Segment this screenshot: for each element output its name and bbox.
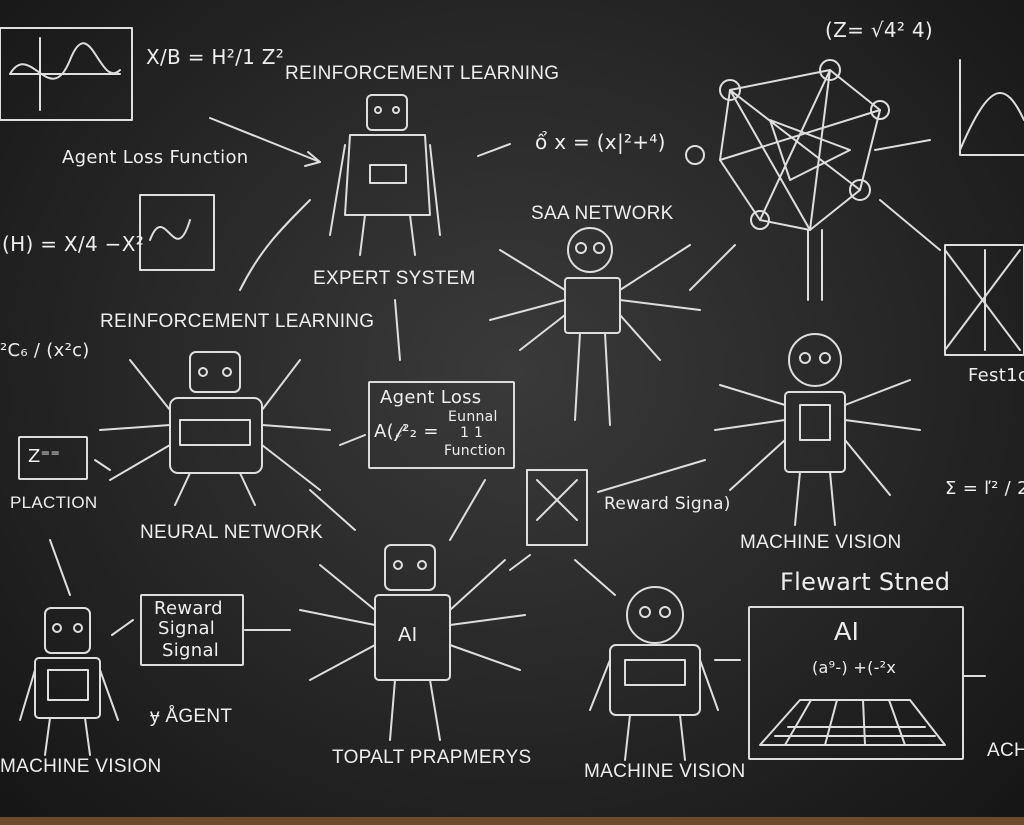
chessboard	[759, 699, 946, 746]
formula-right-mid: Σ = ľ² / 2⁶+	[945, 478, 1024, 499]
agent-loss-box: Agent Loss A(𝒻²₂ = Eunnal 1 1 Function	[368, 381, 515, 469]
formula-top-center: ổ x = (x|²+⁴)	[535, 130, 666, 154]
label-agent-loss-function: Agent Loss Function	[62, 147, 249, 168]
robot-expert-system	[329, 94, 441, 256]
label-ach: ACH	[987, 740, 1024, 761]
agent-loss-numerator: Eunnal	[448, 409, 498, 425]
label-machine-vision-left: MACHINE VISION	[0, 756, 162, 777]
label-expert-system: EXPERT SYSTEM	[313, 268, 476, 289]
ai-box-formula: (a⁹-) +(-²x	[812, 658, 897, 677]
formula-left-mid: (H) = X/4 −X²	[2, 232, 145, 256]
formula-top-left: X/B = H²/1 Z²	[146, 45, 285, 69]
reward-line-2: Signal	[158, 618, 216, 639]
label-neural-network: NEURAL NETWORK	[140, 522, 323, 543]
network-graph	[685, 59, 1024, 356]
agent-loss-title: Agent Loss	[380, 387, 482, 408]
label-fest: Fest1c	[968, 365, 1024, 386]
robot-neural-network	[99, 351, 331, 506]
chalkboard-frame	[0, 817, 1024, 825]
label-flewart-stned: Flewart Stned	[780, 568, 951, 596]
formula-z-box: Z⁼⁼	[28, 446, 61, 467]
reward-signal-box: Reward Signal Signal	[140, 594, 244, 666]
robot-ai-label: AI	[398, 624, 418, 646]
ai-box-title: AI	[834, 616, 860, 646]
formula-left-edge: ²C₆ / (x²c)	[0, 340, 90, 361]
formula-top-right: (Z= √4² 4)	[825, 18, 933, 42]
plot-sketch-top-left	[0, 27, 215, 271]
robot-machine-vision-left	[19, 607, 119, 756]
arrows	[49, 117, 986, 677]
reward-line-1: Reward	[154, 598, 223, 619]
z-box: Z⁼⁼	[18, 436, 88, 480]
label-plaction: PLACTION	[10, 493, 98, 512]
label-machine-vision-bottom: MACHINE VISION	[584, 761, 746, 782]
robot-machine-vision-right	[714, 333, 921, 526]
label-reinforcement-learning-mid: REINFORCEMENT LEARNING	[100, 311, 375, 332]
label-topalt-prapmerys: TOPALT PRAPMERYS	[332, 747, 532, 768]
label-saa-network: SAA NETWORK	[531, 203, 674, 224]
label-reinforcement-learning-top: REINFORCEMENT LEARNING	[285, 63, 560, 84]
agent-loss-lhs: A(𝒻²₂ =	[374, 421, 439, 442]
robot-ai	[299, 544, 526, 741]
reward-signal-sketch-box	[526, 469, 588, 546]
agent-loss-mid: 1 1	[460, 425, 484, 441]
label-reward-signa: Reward Signa)	[604, 494, 731, 514]
ai-chess-box: AI (a⁹-) +(-²x	[748, 606, 964, 760]
label-agent: ɏ ÅGENT	[150, 706, 233, 727]
robot-saa-network	[489, 227, 701, 426]
reward-line-3: Signal	[162, 640, 220, 661]
agent-loss-denominator: Function	[444, 443, 506, 459]
label-machine-vision-right: MACHINE VISION	[740, 532, 902, 553]
robot-machine-vision-bottom	[589, 586, 719, 761]
